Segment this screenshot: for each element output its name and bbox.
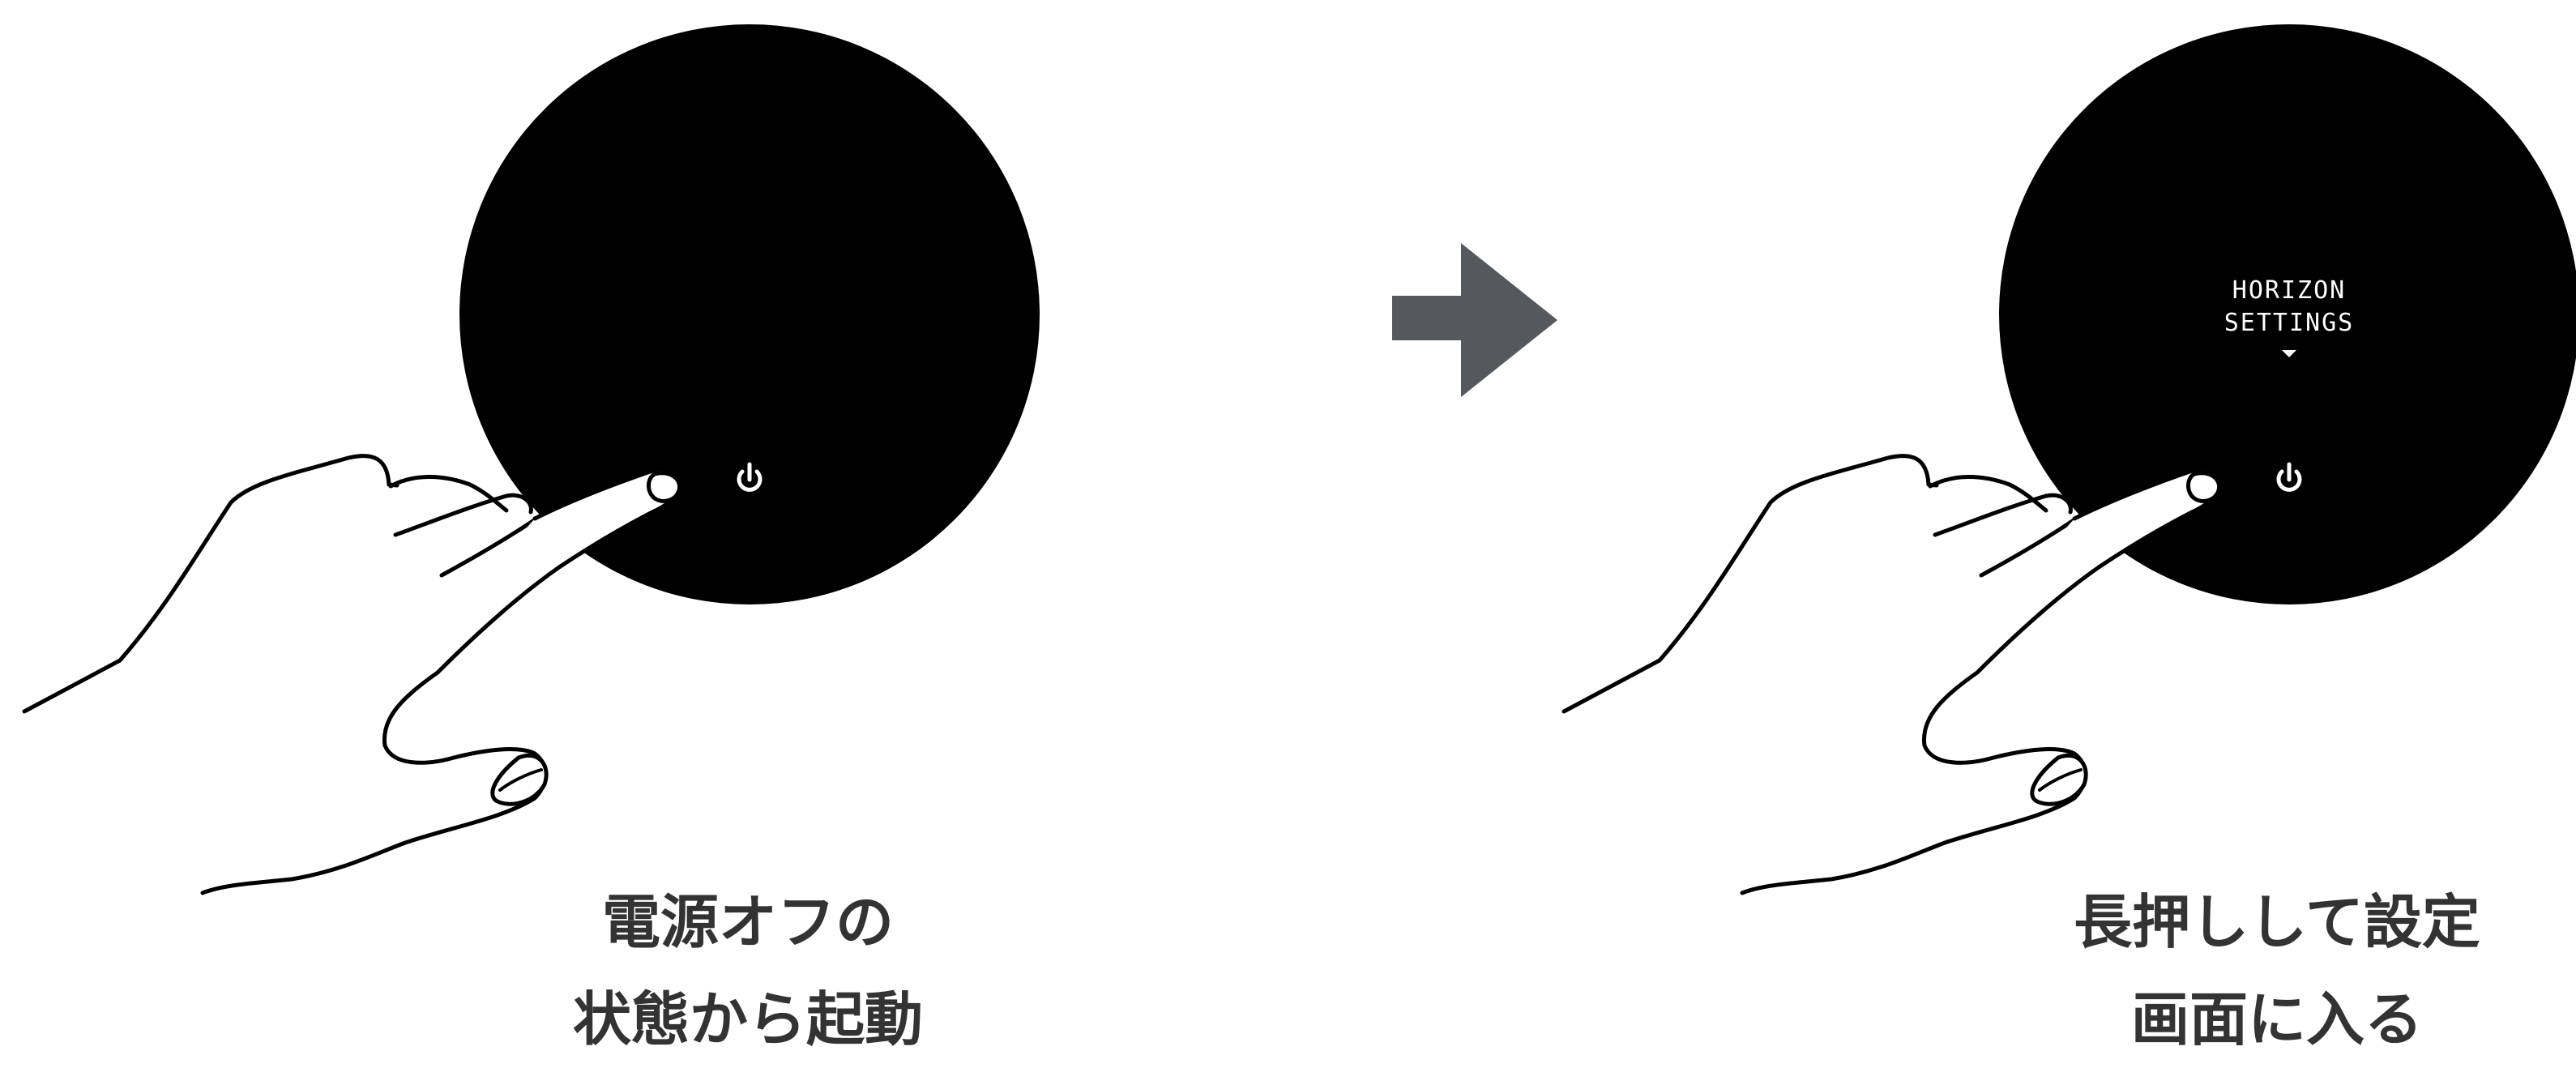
step-1 [24, 24, 1040, 893]
step-2-caption-line-1: 長押しして設定 [2074, 888, 2480, 956]
screen-line-horizon: HORIZON [2232, 276, 2346, 305]
step-2-caption: 長押しして設定 画面に入る [2034, 874, 2520, 1068]
step-1-caption-line-1: 電源オフの [601, 888, 894, 956]
step-1-caption: 電源オフの 状態から起動 [505, 874, 991, 1068]
step-2: HORIZON SETTINGS [1564, 24, 2576, 893]
triangle-down-icon [2282, 350, 2296, 357]
device-dial-on [1999, 24, 2576, 604]
hand-illustration [1564, 456, 2219, 893]
screen-line-settings: SETTINGS [2224, 309, 2355, 337]
arrow-right-icon [1392, 243, 1557, 397]
device-dial [459, 24, 1040, 604]
step-1-caption-line-2: 状態から起動 [572, 985, 923, 1053]
hand-illustration [24, 456, 680, 893]
step-2-caption-line-2: 画面に入る [2130, 985, 2423, 1053]
